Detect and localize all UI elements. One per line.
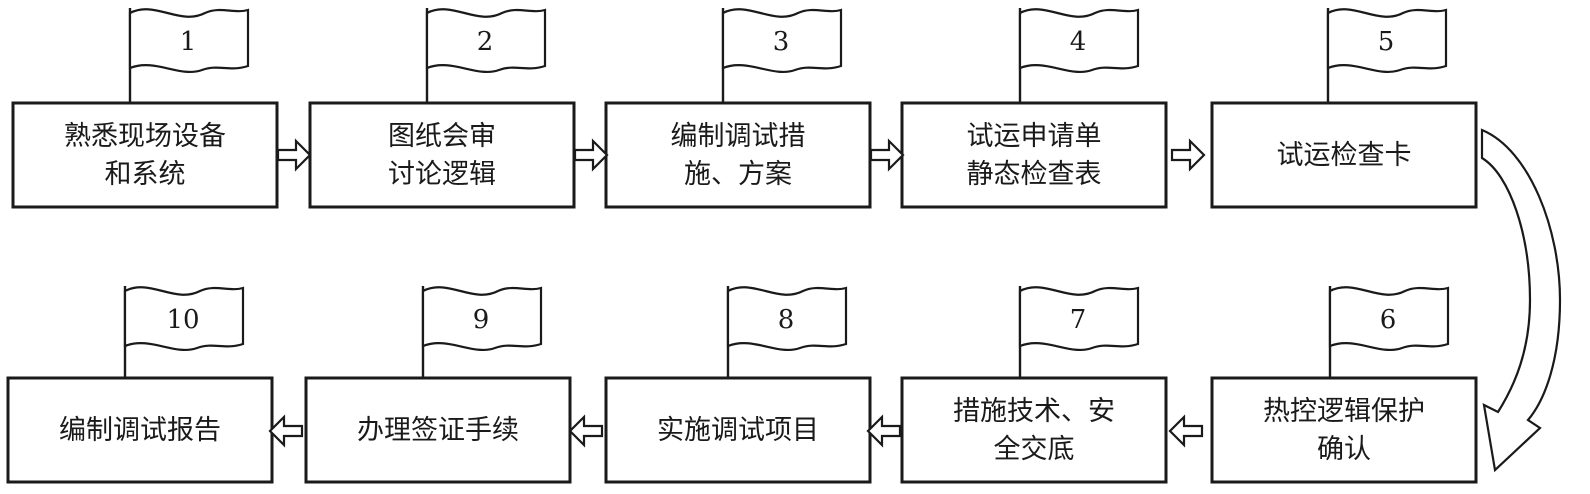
step-label-line-1: 试运检查卡 [1277, 140, 1412, 171]
step-6: 6 热控逻辑保护 确认 [1210, 286, 1478, 484]
step-box: 试运申请单 静态检查表 [900, 101, 1168, 209]
step-4: 4 试运申请单 静态检查表 [900, 8, 1168, 209]
step-label-line-2: 确认 [1317, 434, 1371, 465]
step-5: 5 试运检查卡 [1210, 8, 1478, 209]
step-number: 10 [166, 305, 199, 335]
step-number: 3 [773, 27, 790, 57]
flag-icon: 1 [128, 8, 250, 103]
step-label-line-2: 静态检查表 [967, 159, 1102, 190]
step-number: 5 [1378, 27, 1395, 57]
arrow-left-icon [1168, 414, 1204, 448]
step-9: 9 办理签证手续 [304, 286, 572, 484]
flag-icon: 5 [1326, 8, 1448, 103]
step-number: 9 [473, 305, 490, 335]
step-10: 10 编制调试报告 [6, 286, 274, 484]
flag-icon: 8 [726, 286, 848, 378]
step-1: 1 熟悉现场设备 和系统 [11, 8, 279, 209]
step-2: 2 图纸会审 讨论逻辑 [308, 8, 576, 209]
flag-icon: 7 [1018, 286, 1140, 378]
step-box: 实施调试项目 [604, 376, 872, 484]
step-number: 8 [778, 305, 795, 335]
step-box: 图纸会审 讨论逻辑 [308, 101, 576, 209]
arrow-left-icon [866, 414, 902, 448]
step-label-line-1: 图纸会审 [388, 121, 496, 152]
step-label-line-1: 编制调试报告 [59, 415, 221, 446]
step-box: 热控逻辑保护 确认 [1210, 376, 1478, 484]
arrow-left-icon [568, 414, 604, 448]
step-3: 3 编制调试措 施、方案 [604, 8, 872, 209]
step-label-line-1: 措施技术、安 [953, 396, 1115, 427]
step-label-line-2: 施、方案 [684, 159, 792, 190]
step-number: 2 [477, 27, 494, 57]
arrow-right-icon [573, 138, 609, 172]
step-label-line-1: 编制调试措 [671, 121, 806, 152]
step-number: 6 [1380, 305, 1397, 335]
step-number: 1 [180, 27, 197, 57]
step-label-line-1: 试运申请单 [967, 121, 1102, 152]
step-label-line-1: 实施调试项目 [657, 415, 819, 446]
flag-icon: 3 [721, 8, 843, 103]
step-box: 编制调试措 施、方案 [604, 101, 872, 209]
step-8: 8 实施调试项目 [604, 286, 872, 484]
step-label-line-1: 热控逻辑保护 [1263, 396, 1425, 427]
arrow-right-icon [276, 138, 312, 172]
step-box: 办理签证手续 [304, 376, 572, 484]
step-number: 4 [1070, 27, 1087, 57]
step-box: 措施技术、安 全交底 [900, 376, 1168, 484]
step-label-line-2: 全交底 [994, 434, 1075, 465]
step-box: 试运检查卡 [1210, 101, 1478, 209]
flag-icon: 6 [1328, 286, 1450, 378]
flag-icon: 10 [123, 286, 245, 378]
arrow-right-icon [869, 138, 905, 172]
arrow-left-icon [268, 414, 304, 448]
step-label-line-1: 熟悉现场设备 [64, 121, 226, 152]
step-7: 7 措施技术、安 全交底 [900, 286, 1168, 484]
step-label-line-2: 和系统 [105, 159, 186, 190]
flag-icon: 9 [421, 286, 543, 378]
step-number: 7 [1070, 305, 1087, 335]
step-label-line-1: 办理签证手续 [357, 415, 519, 446]
curved-arrow-icon [1480, 128, 1562, 473]
flag-icon: 4 [1018, 8, 1140, 103]
flag-icon: 2 [425, 8, 547, 103]
step-box: 编制调试报告 [6, 376, 274, 484]
step-label-line-2: 讨论逻辑 [388, 159, 496, 190]
arrow-right-icon [1170, 138, 1206, 172]
step-box: 熟悉现场设备 和系统 [11, 101, 279, 209]
